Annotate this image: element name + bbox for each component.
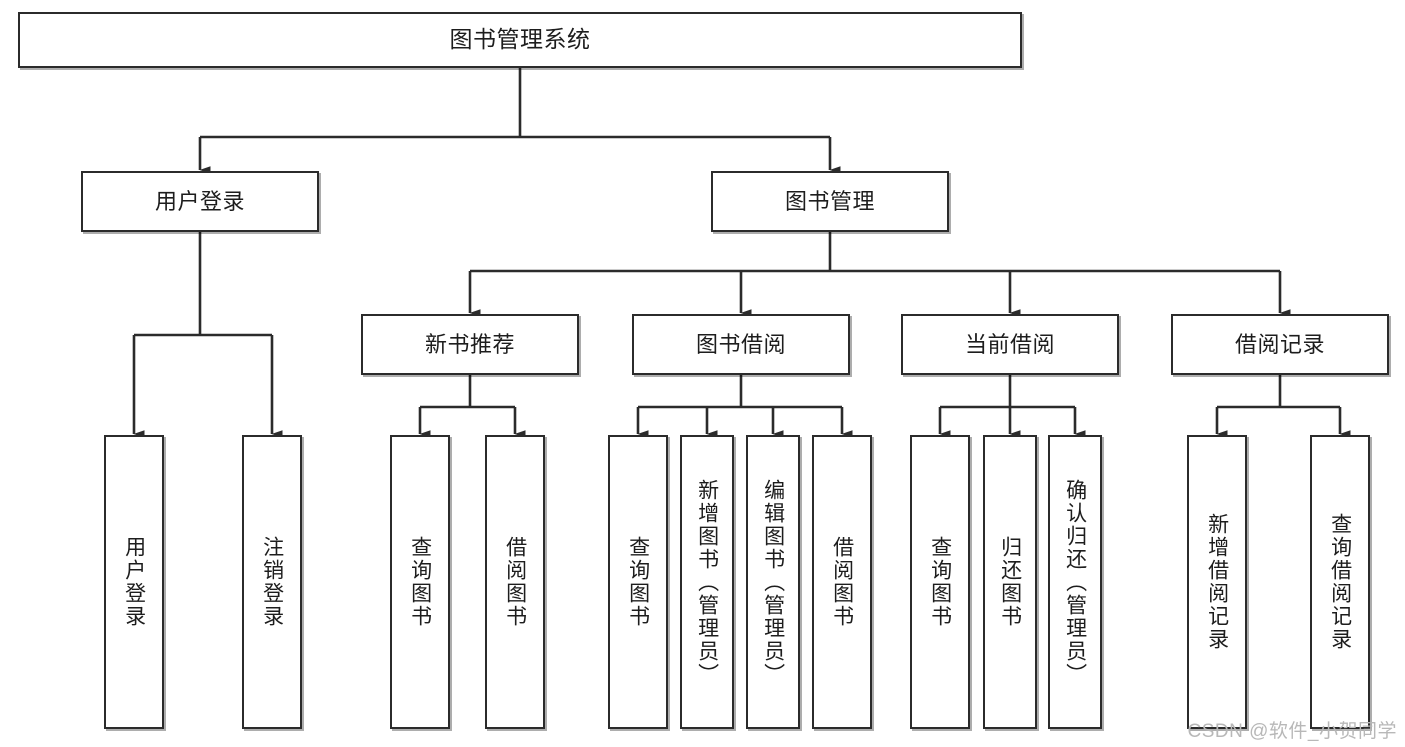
node-label: 借阅图书 [830,536,854,628]
watermark-text: CSDN @软件_小贺同学 [1187,721,1397,742]
node-label: 查询图书 [928,536,952,628]
leaf-edit-book-admin[interactable]: 编辑图书（管理员） [746,435,800,729]
node-label: 当前借阅 [964,331,1055,357]
leaf-borrow-book[interactable]: 借阅图书 [812,435,872,729]
leaf-add-borrow-record[interactable]: 新增借阅记录 [1187,435,1247,729]
node-label: 用户登录 [122,536,146,628]
node-new-book-recommend[interactable]: 新书推荐 [361,314,579,375]
leaf-return-book[interactable]: 归还图书 [983,435,1037,729]
node-label: 图书管理系统 [449,26,591,53]
leaf-query-book-recommend[interactable]: 查询图书 [390,435,450,729]
node-label: 归还图书 [998,536,1022,628]
leaf-add-book-admin[interactable]: 新增图书（管理员） [680,435,734,729]
node-user-login[interactable]: 用户登录 [81,171,319,232]
node-label: 查询图书 [408,536,432,628]
node-label: 新增图书（管理员） [695,478,719,686]
leaf-query-borrow-record[interactable]: 查询借阅记录 [1310,435,1370,729]
node-root-system[interactable]: 图书管理系统 [18,12,1022,68]
connector-lines [132,68,1351,438]
node-label: 图书借阅 [695,331,786,357]
node-current-borrow[interactable]: 当前借阅 [901,314,1119,375]
leaf-logout[interactable]: 注销登录 [242,435,302,729]
leaf-query-book-borrow[interactable]: 查询图书 [608,435,668,729]
node-label: 新书推荐 [424,331,515,357]
leaf-user-login[interactable]: 用户登录 [104,435,164,729]
node-label: 借阅记录 [1234,331,1325,357]
node-label: 新增借阅记录 [1205,513,1229,651]
node-label: 注销登录 [260,536,284,628]
node-label: 查询借阅记录 [1328,513,1352,651]
node-label: 查询图书 [626,536,650,628]
node-label: 借阅图书 [503,536,527,628]
leaf-confirm-return-admin[interactable]: 确认归还（管理员） [1048,435,1102,729]
node-book-management[interactable]: 图书管理 [711,171,949,232]
node-label: 用户登录 [154,188,245,214]
leaf-query-book-current[interactable]: 查询图书 [910,435,970,729]
node-borrow-records[interactable]: 借阅记录 [1171,314,1389,375]
node-label: 确认归还（管理员） [1063,478,1087,686]
node-book-borrow[interactable]: 图书借阅 [632,314,850,375]
node-label: 编辑图书（管理员） [761,478,785,686]
node-label: 图书管理 [784,188,875,214]
leaf-borrow-book-recommend[interactable]: 借阅图书 [485,435,545,729]
